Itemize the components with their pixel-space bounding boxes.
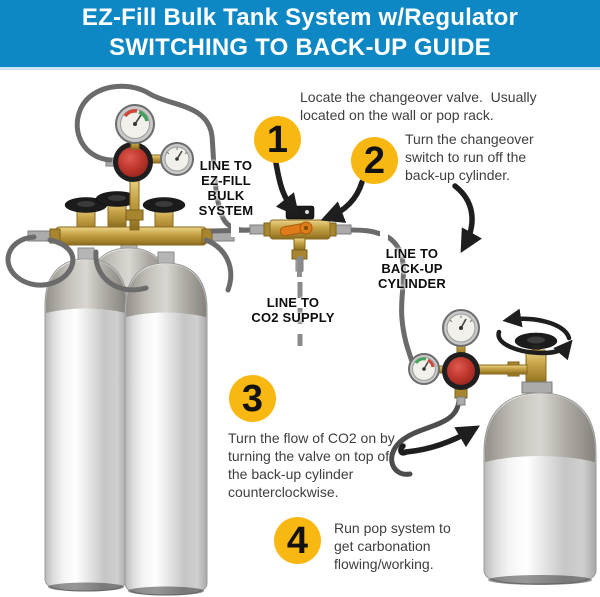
backup-gauge-left (408, 353, 440, 385)
step-4-text: Run pop system to get carbonation flowin… (334, 520, 451, 572)
arrow-step2 (320, 179, 365, 223)
rotation-arrows (496, 308, 573, 361)
label-line-to-backup-cylinder: LINE TO BACK-UP CYLINDER (377, 246, 447, 291)
step-arrows (273, 160, 482, 456)
page-title: EZ-Fill Bulk Tank System w/Regulator (81, 4, 519, 31)
arrow-step1 (273, 160, 300, 218)
step-3-text: Turn the flow of CO2 on by turning the v… (228, 430, 395, 500)
header-banner: EZ-Fill Bulk Tank System w/Regulator SWI… (0, 0, 600, 70)
step-3-badge: 3 (229, 375, 276, 422)
bulk-gauge-right (160, 142, 194, 176)
page-subtitle: SWITCHING TO BACK-UP GUIDE (109, 34, 491, 61)
backup-gauge-top (442, 309, 480, 347)
bulk-gauge-top (115, 104, 155, 144)
step-4-badge: 4 (274, 517, 321, 564)
backup-cylinder (476, 332, 597, 585)
hoses (5, 83, 420, 380)
step-2-badge: 2 (351, 137, 398, 184)
step-1-badge: 1 (254, 116, 301, 163)
label-line-to-ezfill-bulk-system: LINE TO EZ-FILL BULK SYSTEM (198, 158, 254, 218)
arrow-step4 (403, 425, 480, 455)
label-line-to-co2-supply: LINE TO CO2 SUPPLY (251, 295, 335, 325)
arrow-step3 (452, 183, 482, 254)
step-1-text: Locate the changeover valve. Usually loc… (300, 89, 537, 123)
backup-regulator (389, 309, 480, 477)
step-2-text: Turn the changeover switch to run off th… (405, 131, 534, 183)
changeover-valve (210, 205, 352, 277)
tank-valve-handwheels (64, 191, 186, 213)
